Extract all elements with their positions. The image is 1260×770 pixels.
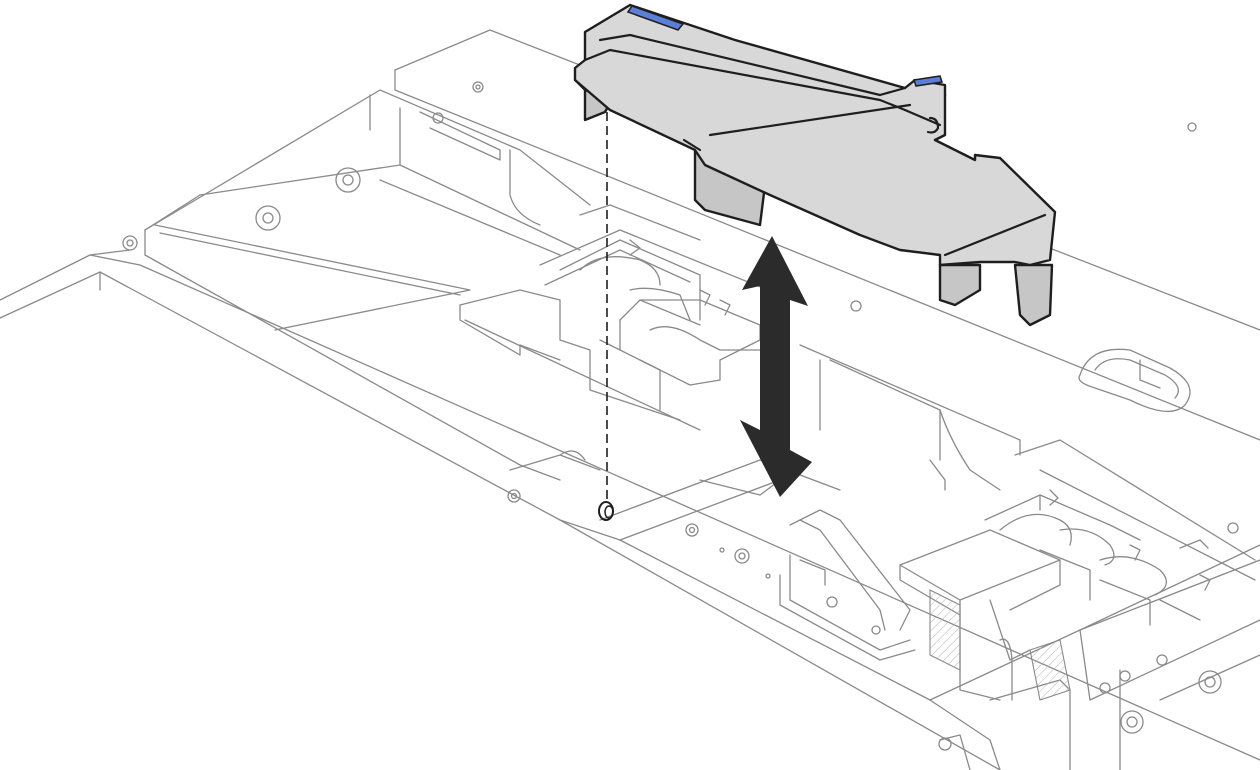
connector-cage-right: [984, 489, 1211, 626]
duct-tab-accent-right: [913, 75, 943, 87]
duct-top-plate: [573, 3, 1057, 267]
duct-tab-accent-left: [626, 5, 685, 31]
screw-holes: [122, 81, 1239, 751]
chassis: [0, 29, 1260, 770]
hatched-block: [899, 529, 1071, 701]
oval-opening: [1078, 348, 1191, 412]
duct-leg-right: [1013, 263, 1054, 327]
guide-pin: [598, 112, 614, 521]
connector-cage-left: [559, 239, 761, 411]
latch-bracket: [779, 509, 916, 661]
duct-leg-mid: [938, 263, 982, 307]
air-duct: [573, 3, 1057, 327]
double-arrow-vertical-icon: [740, 236, 812, 497]
